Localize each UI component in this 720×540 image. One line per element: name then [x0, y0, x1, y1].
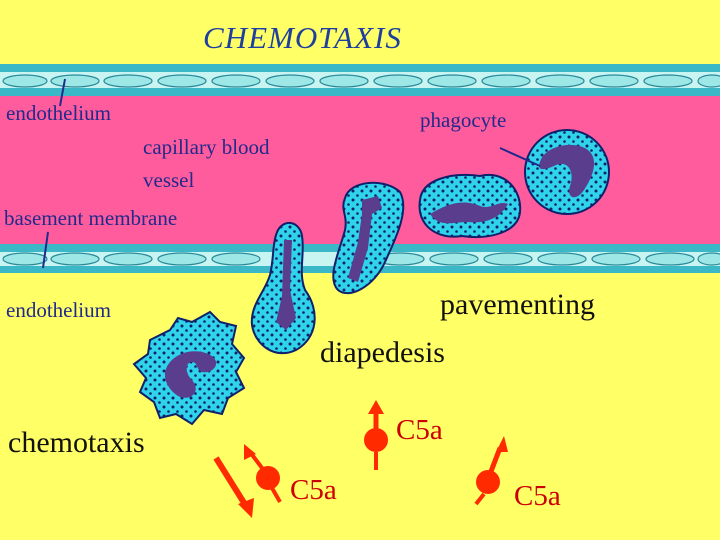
label-pavementing: pavementing	[440, 288, 595, 321]
label-c5a-right: C5a	[514, 480, 561, 512]
label-endothelium-top: endothelium	[6, 101, 111, 125]
diagram-title: CHEMOTAXIS	[203, 20, 402, 55]
label-basement-membrane: basement membrane	[4, 206, 178, 230]
diapedesis-cell	[250, 221, 316, 355]
label-phagocyte: phagocyte	[420, 108, 507, 132]
label-c5a-left: C5a	[290, 474, 337, 506]
label-diapedesis: diapedesis	[320, 336, 445, 369]
phagocyte-cell	[524, 129, 610, 215]
migration-arrow	[213, 456, 254, 518]
c5a-molecule-left	[244, 444, 282, 503]
c5a-molecule-right	[474, 436, 508, 506]
label-chemotaxis: chemotaxis	[8, 426, 145, 459]
label-c5a-top: C5a	[396, 414, 443, 446]
label-endothelium-bottom: endothelium	[6, 298, 111, 322]
rolling-cell	[418, 173, 522, 238]
migrating-cell	[132, 310, 246, 426]
label-vessel: vessel	[143, 168, 195, 192]
pointer-lines	[42, 78, 541, 269]
top-endothelium-wall	[0, 62, 720, 96]
c5a-molecule-top	[364, 400, 388, 470]
pavementing-cell	[332, 181, 405, 295]
label-capillary-blood: capillary blood	[143, 135, 270, 159]
